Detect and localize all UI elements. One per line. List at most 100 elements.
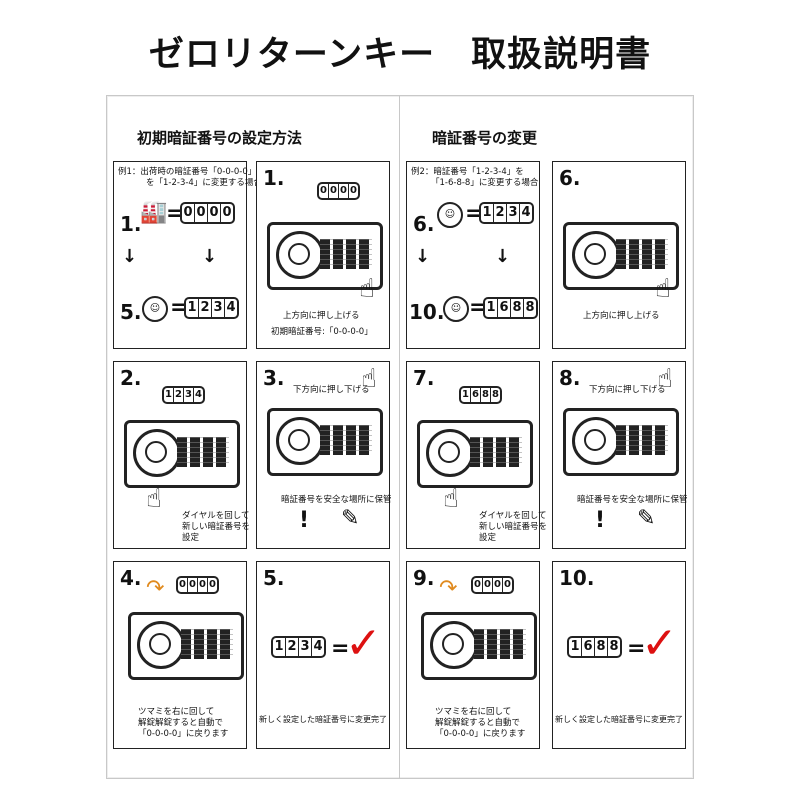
caption-line2: 新しい暗証番号を [479,522,548,532]
caption: 暗証番号を安全な場所に保管 [577,495,688,505]
document-frame [106,95,694,779]
hand-icon: ☝ [443,484,459,514]
pencil-icon: ✎ [637,506,656,531]
lock-illustration [563,408,679,476]
caption-line2: 新しい暗証番号を [182,522,251,532]
hand-icon: ☝ [359,274,375,304]
caption-line2: 解錠解錠すると自動で [435,718,521,728]
lock-illustration [563,222,679,290]
caption-line1: ダイヤルを回して [182,511,250,521]
down-arrow-icon: ↓ [495,246,511,267]
step-label: 2. [120,366,142,390]
caption-top: 下方向に押し下げる [293,385,370,395]
rotate-arrow-icon: ↷ [146,576,165,601]
column-divider [399,95,400,779]
step-label: 9. [413,566,435,590]
step-6-label: 6. [413,212,435,236]
lock-illustration [267,408,383,476]
caption: 上方向に押し上げる [583,311,660,321]
caption-line3: 設定 [479,533,497,543]
lock-illustration [267,222,383,290]
equals-sign: = [465,201,484,226]
step-10-label: 10. [409,300,445,324]
lock-illustration [128,612,244,680]
caption-line3: 「0-0-0-0」に戻ります [138,729,229,739]
caption-line1: ツマミを右に回して [435,707,512,717]
hand-icon: ☝ [361,364,377,394]
factory-icon: 🏭 [140,200,168,225]
checkmark-icon: ✓ [345,618,382,669]
caption: 上方向に押し上げる [283,311,360,321]
step-5-label: 5. [120,300,142,324]
lock-illustration [124,420,240,488]
panel-example-2: 例2：暗証番号「1-2-3-4」を 「1-6-8-8」に変更する場合 6. ☺ … [406,161,540,349]
step-label: 8. [559,366,581,390]
smile-face-icon: ☺ [443,296,469,322]
caption-line1: ダイヤルを回して [479,511,547,521]
left-heading: 初期暗証番号の設定方法 [137,129,303,147]
lock-illustration [421,612,537,680]
caption-line3: 設定 [182,533,200,543]
down-arrow-icon: ↓ [202,246,218,267]
page-title: ゼロリターンキー 取扱説明書 [148,34,652,75]
equals-sign: = [166,201,185,226]
pencil-icon: ✎ [341,506,360,531]
example-1-line2: を「1-2-3-4」に変更する場合 [146,178,262,188]
right-heading: 暗証番号の変更 [432,129,538,147]
step-1-label: 1. [120,212,142,236]
example-1-line1: 例1：出荷時の暗証番号「0-0-0-0」 [118,167,257,177]
caption-line2: 解錠解錠すると自動で [138,718,224,728]
panel-step-6: 6. ☝ 上方向に押し上げる [552,161,686,349]
step-label: 6. [559,166,581,190]
lock-illustration [417,420,533,488]
equals-sign: = [331,636,350,661]
panel-step-8: 8. 下方向に押し下げる ☝ 暗証番号を安全な場所に保管 ! ✎ [552,361,688,549]
step-label: 7. [413,366,435,390]
step-label: 3. [263,366,285,390]
example-2-line1: 例2：暗証番号「1-2-3-4」を [411,167,524,177]
equals-sign: = [170,295,189,320]
caption-line1: ツマミを右に回して [138,707,215,717]
step-label: 5. [263,566,285,590]
example-2-line2: 「1-6-8-8」に変更する場合 [431,178,539,188]
step-label: 4. [120,566,142,590]
smile-face-icon: ☺ [142,296,168,322]
step-label: 10. [559,566,595,590]
hand-icon: ☝ [146,484,162,514]
exclamation-mark: ! [595,508,606,533]
hand-icon: ☝ [655,274,671,304]
caption-initial-code: 初期暗証番号:「0-0-0-0」 [271,327,373,337]
caption: 暗証番号を安全な場所に保管 [281,495,392,505]
neutral-face-icon: ☺ [437,202,463,228]
caption-top: 下方向に押し下げる [589,385,666,395]
hand-icon: ☝ [657,364,673,394]
step-label: 1. [263,166,285,190]
rotate-arrow-icon: ↷ [439,576,458,601]
checkmark-icon: ✓ [641,618,678,669]
panel-step-3: 3. 下方向に押し下げる ☝ 暗証番号を安全な場所に保管 ! ✎ [256,361,392,549]
caption: 新しく設定した暗証番号に変更完了 [555,715,683,724]
caption: 新しく設定した暗証番号に変更完了 [259,715,387,724]
down-arrow-icon: ↓ [415,246,431,267]
panel-example-1: 例1：出荷時の暗証番号「0-0-0-0」 を「1-2-3-4」に変更する場合 1… [113,161,262,349]
equals-sign: = [627,636,646,661]
caption-line3: 「0-0-0-0」に戻ります [435,729,526,739]
